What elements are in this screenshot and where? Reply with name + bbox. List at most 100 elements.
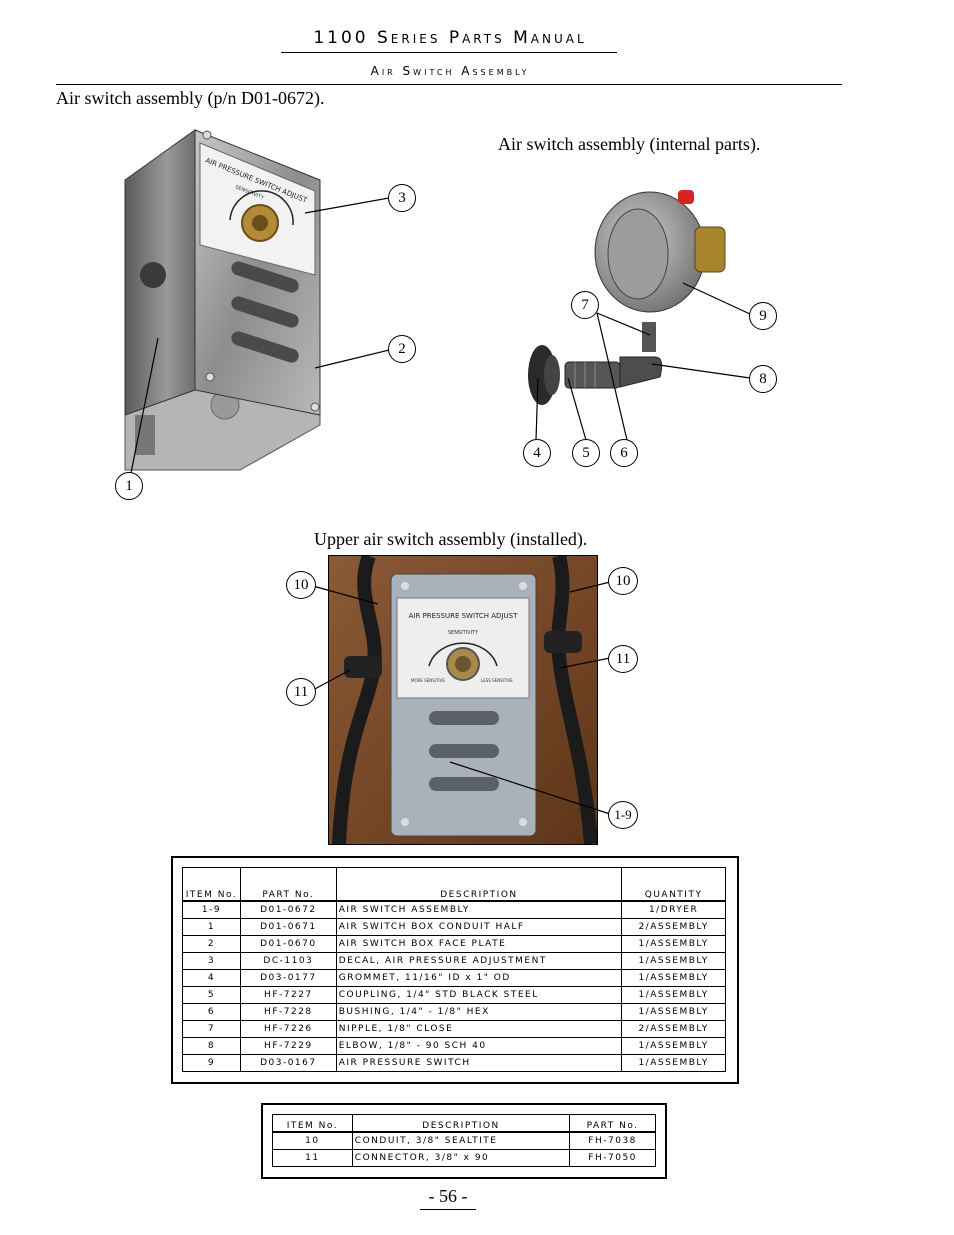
callout-4: 4 [523,439,551,467]
callout-11-left: 11 [286,678,316,706]
table-cell: AIR SWITCH BOX FACE PLATE [335,935,623,953]
callout-10-left: 10 [286,571,316,599]
table-cell: D01-0671 [239,918,337,936]
table-cell: 2/ASSEMBLY [621,918,726,936]
installed-decal-less: LESS SENSITIVE [481,678,513,683]
table-cell: HF-7227 [239,986,337,1004]
table-cell: AIR SWITCH BOX CONDUIT HALF [335,918,623,936]
table-cell: 2 [182,935,241,953]
table-cell: HF-7226 [239,1020,337,1038]
table-cell: 1-9 [182,900,241,919]
table-cell: COUPLING, 1/4" STD BLACK STEEL [335,986,623,1004]
header-quantity: QUANTITY [621,867,726,902]
table-cell: 1/DRYER [621,900,726,919]
table-cell: D01-0672 [239,900,337,919]
parts-table: ITEM No. PART No. DESCRIPTION QUANTITY 1… [182,867,726,1072]
header-part-no: PART No. [239,867,337,902]
section-rule [56,84,842,85]
table-cell: 8 [182,1037,241,1055]
table-cell: D03-0167 [239,1054,337,1072]
conduit-table-header: ITEM No. DESCRIPTION PART No. [272,1114,656,1133]
installed-decal-more: MORE SENSITIVE [411,678,445,683]
table-cell: 1/ASSEMBLY [621,1054,726,1072]
table-cell: 10 [272,1131,353,1150]
parts-table-frame: ITEM No. PART No. DESCRIPTION QUANTITY 1… [171,856,739,1084]
installed-decal-title: AIR PRESSURE SWITCH ADJUST [409,612,518,620]
callout-3: 3 [388,184,416,212]
conduit-header-description: DESCRIPTION [351,1114,571,1133]
table-cell: GROMMET, 11/16" ID x 1" OD [335,969,623,987]
table-cell: 2/ASSEMBLY [621,1020,726,1038]
table-cell: FH-7038 [569,1131,656,1150]
internal-parts-photo [528,190,726,405]
table-cell: BUSHING, 1/4" - 1/8" HEX [335,1003,623,1021]
page-number: - 56 - [420,1186,476,1210]
table-cell: HF-7229 [239,1037,337,1055]
callout-8: 8 [749,365,777,393]
callout-9: 9 [749,302,777,330]
callout-6: 6 [610,439,638,467]
table-cell: 6 [182,1003,241,1021]
conduit-header-item-no: ITEM No. [272,1114,353,1133]
table-cell: 1/ASSEMBLY [621,1037,726,1055]
table-cell: 9 [182,1054,241,1072]
parts-table-header: ITEM No. PART No. DESCRIPTION QUANTITY [182,867,726,902]
conduit-header-part-no: PART No. [569,1114,656,1133]
table-cell: 5 [182,986,241,1004]
table-cell: 1/ASSEMBLY [621,1003,726,1021]
table-cell: 4 [182,969,241,987]
installed-decal-sensitivity: SENSITIVITY [448,630,479,636]
caption-main-assembly: Air switch assembly (p/n D01-0672). [56,88,325,108]
callout-5: 5 [572,439,600,467]
table-cell: 7 [182,1020,241,1038]
table-cell: ELBOW, 1/8" - 90 SCH 40 [335,1037,623,1055]
installed-photo: AIR PRESSURE SWITCH ADJUST SENSITIVITY M… [328,553,598,845]
table-cell: DECAL, AIR PRESSURE ADJUSTMENT [335,952,623,970]
callout-11-right: 11 [608,645,638,673]
callout-2: 2 [388,335,416,363]
table-cell: 1/ASSEMBLY [621,935,726,953]
table-cell: D01-0670 [239,935,337,953]
callout-1-9: 1-9 [608,801,638,829]
table-cell: 1 [182,918,241,936]
table-cell: DC-1103 [239,952,337,970]
header-rule [281,52,617,53]
caption-internal-parts: Air switch assembly (internal parts). [498,134,761,154]
callout-10-right: 10 [608,567,638,595]
callout-1: 1 [115,472,143,500]
manual-title: 1100 Series Parts Manual [313,28,587,48]
section-title: Air Switch Assembly [370,64,530,78]
table-cell: D03-0177 [239,969,337,987]
table-cell: 1/ASSEMBLY [621,986,726,1004]
table-cell: 1/ASSEMBLY [621,952,726,970]
table-cell: 3 [182,952,241,970]
table-cell: AIR PRESSURE SWITCH [335,1054,623,1072]
header-description: DESCRIPTION [335,867,623,902]
table-cell: NIPPLE, 1/8" CLOSE [335,1020,623,1038]
table-cell: CONDUIT, 3/8" SEALTITE [351,1131,571,1150]
table-cell: CONNECTOR, 3/8" x 90 [351,1149,571,1167]
header-item-no: ITEM No. [182,867,241,902]
callout-7: 7 [571,291,599,319]
table-cell: 11 [272,1149,353,1167]
table-cell: 1/ASSEMBLY [621,969,726,987]
table-cell: FH-7050 [569,1149,656,1167]
table-cell: HF-7228 [239,1003,337,1021]
table-cell: AIR SWITCH ASSEMBLY [335,900,623,919]
caption-installed: Upper air switch assembly (installed). [314,529,588,549]
